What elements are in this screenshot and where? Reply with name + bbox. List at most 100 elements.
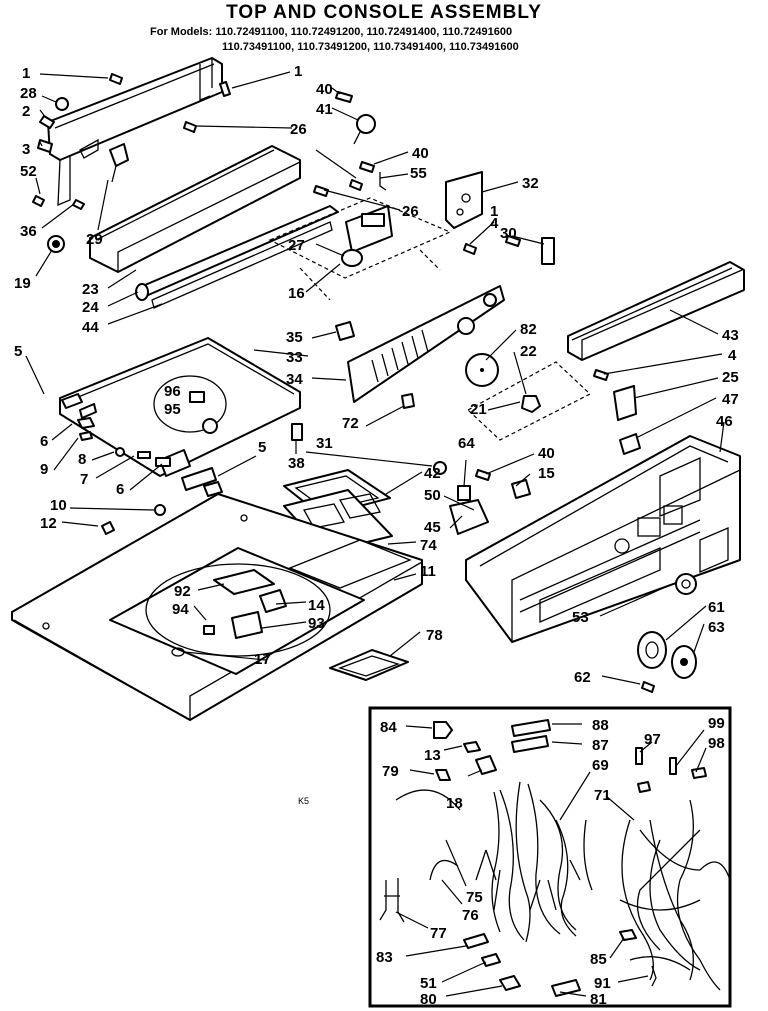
- callout: 19: [14, 275, 31, 292]
- rear-console-bracket: [47, 57, 223, 206]
- callout: 24: [82, 299, 99, 316]
- callout: 87: [592, 737, 609, 754]
- leader-lines: [25, 71, 725, 997]
- callout: 76: [462, 907, 479, 924]
- callout: 36: [20, 223, 37, 240]
- timer-assembly: [268, 197, 505, 409]
- timer-dial-82: [465, 353, 592, 441]
- callout: 27: [288, 237, 305, 254]
- callout: 15: [538, 465, 555, 482]
- callout: 2: [22, 103, 30, 120]
- callout: 11: [420, 563, 436, 580]
- callout: 1: [22, 65, 30, 82]
- callout: 47: [722, 391, 739, 408]
- models-line-1: 110.72491100, 110.72491200, 110.72491400…: [215, 26, 513, 38]
- callout: 21: [470, 401, 487, 418]
- callout: 92: [174, 583, 191, 600]
- callout: 5: [258, 439, 266, 456]
- callout: 1: [490, 203, 498, 220]
- callout: 62: [574, 669, 591, 686]
- knob-19: [47, 235, 65, 253]
- callout: 82: [520, 321, 537, 338]
- callout: 51: [420, 975, 437, 992]
- callout: 6: [116, 481, 124, 498]
- models-prefix: For Models:: [150, 26, 213, 38]
- callout: 55: [410, 165, 427, 182]
- drawing-code: K5: [298, 796, 309, 806]
- callout: 88: [592, 717, 609, 734]
- lint-filter-42-74: [283, 469, 393, 553]
- diagram-title: TOP AND CONSOLE ASSEMBLY: [226, 2, 542, 23]
- callout: 40: [538, 445, 555, 462]
- console-small-parts-center: [449, 469, 531, 535]
- callout: 75: [466, 889, 483, 906]
- callout: 99: [708, 715, 725, 732]
- control-knobs-61-63: [637, 631, 697, 693]
- callout: 52: [20, 163, 37, 180]
- callout: 25: [722, 369, 739, 386]
- callout: 40: [412, 145, 429, 162]
- callout: 83: [376, 949, 393, 966]
- callout: 71: [594, 787, 611, 804]
- callout: 34: [286, 371, 303, 388]
- callout: 72: [342, 415, 359, 432]
- callout: 29: [86, 231, 103, 248]
- wire-harness-inset: [379, 719, 731, 997]
- callout: 91: [594, 975, 611, 992]
- callout: 85: [590, 951, 607, 968]
- callout: 14: [308, 597, 325, 614]
- right-console-clips: [593, 369, 641, 455]
- small-clips-left: [77, 417, 447, 535]
- callout: 61: [708, 599, 725, 616]
- callout: 74: [420, 537, 437, 554]
- lamp-tray: [89, 145, 339, 309]
- model-list-line-2: 110.73491100, 110.73491200, 110.73491400…: [222, 41, 519, 53]
- screws-top-left: [32, 73, 231, 210]
- callout: 38: [288, 455, 305, 472]
- callout: 12: [40, 515, 57, 532]
- callout: 95: [164, 401, 181, 418]
- wire-harness-inset-frame: [368, 706, 732, 1008]
- callout: 42: [424, 465, 441, 482]
- washer-top-11: [11, 493, 423, 721]
- callout: 16: [288, 285, 305, 302]
- callout: 64: [458, 435, 475, 452]
- callout: 31: [316, 435, 333, 452]
- callout: 69: [592, 757, 609, 774]
- callout-numbers: 1 1 28 2 3 52 36 19 29 23 24 44 26 26 40…: [14, 63, 739, 1008]
- callout: 78: [426, 627, 443, 644]
- callout: 7: [80, 471, 88, 488]
- misc-small-parts-top: [313, 91, 555, 265]
- callout: 13: [424, 747, 441, 764]
- callout: 26: [290, 121, 307, 138]
- callout: 77: [430, 925, 447, 942]
- callout: 23: [82, 281, 99, 298]
- callout: 1: [294, 63, 302, 80]
- callout: 30: [500, 225, 517, 242]
- callout: 32: [522, 175, 539, 192]
- callout: 98: [708, 735, 725, 752]
- callout: 4: [490, 215, 499, 232]
- model-list-line-1: For Models: 110.72491100, 110.72491200, …: [150, 26, 512, 38]
- callout: 3: [22, 141, 30, 158]
- callout: 45: [424, 519, 441, 536]
- callout: 53: [572, 609, 589, 626]
- callout: 41: [316, 101, 333, 118]
- callout: 9: [40, 461, 48, 478]
- hinge-78: [329, 649, 409, 681]
- callout: 96: [164, 383, 181, 400]
- callout: 94: [172, 601, 189, 618]
- callout: 46: [716, 413, 733, 430]
- callout: 22: [520, 343, 537, 360]
- callout: 28: [20, 85, 37, 102]
- callout: 50: [424, 487, 441, 504]
- callout: 40: [316, 81, 333, 98]
- callout: 63: [708, 619, 725, 636]
- callout: 10: [50, 497, 67, 514]
- callout: 33: [286, 349, 303, 366]
- callout: 97: [644, 731, 661, 748]
- switch-bracket-32: [445, 171, 483, 229]
- callout: 81: [590, 991, 607, 1008]
- callout: 79: [382, 763, 399, 780]
